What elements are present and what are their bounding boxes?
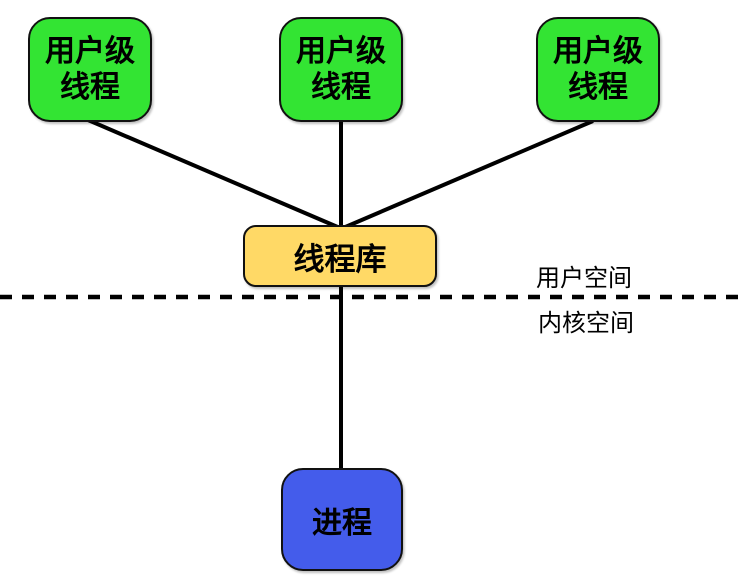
user-thread-node-3: 用户级 线程 bbox=[536, 17, 660, 122]
process-node-label: 进程 bbox=[312, 505, 372, 541]
user-thread-node-2: 用户级 线程 bbox=[279, 17, 403, 122]
user-thread-node-3-label: 用户级 线程 bbox=[553, 34, 643, 105]
edge-thread3-library bbox=[342, 119, 594, 230]
edge-thread1-library bbox=[87, 118, 341, 230]
process-node: 进程 bbox=[281, 468, 403, 571]
user-space-label: 用户空间 bbox=[536, 264, 632, 292]
user-thread-node-1: 用户级 线程 bbox=[28, 17, 152, 122]
thread-library-node: 线程库 bbox=[243, 225, 437, 287]
user-thread-node-1-label: 用户级 线程 bbox=[45, 34, 135, 105]
kernel-space-label: 内核空间 bbox=[538, 309, 634, 337]
thread-library-node-label: 线程库 bbox=[293, 241, 387, 278]
user-thread-node-2-label: 用户级 线程 bbox=[296, 34, 386, 105]
